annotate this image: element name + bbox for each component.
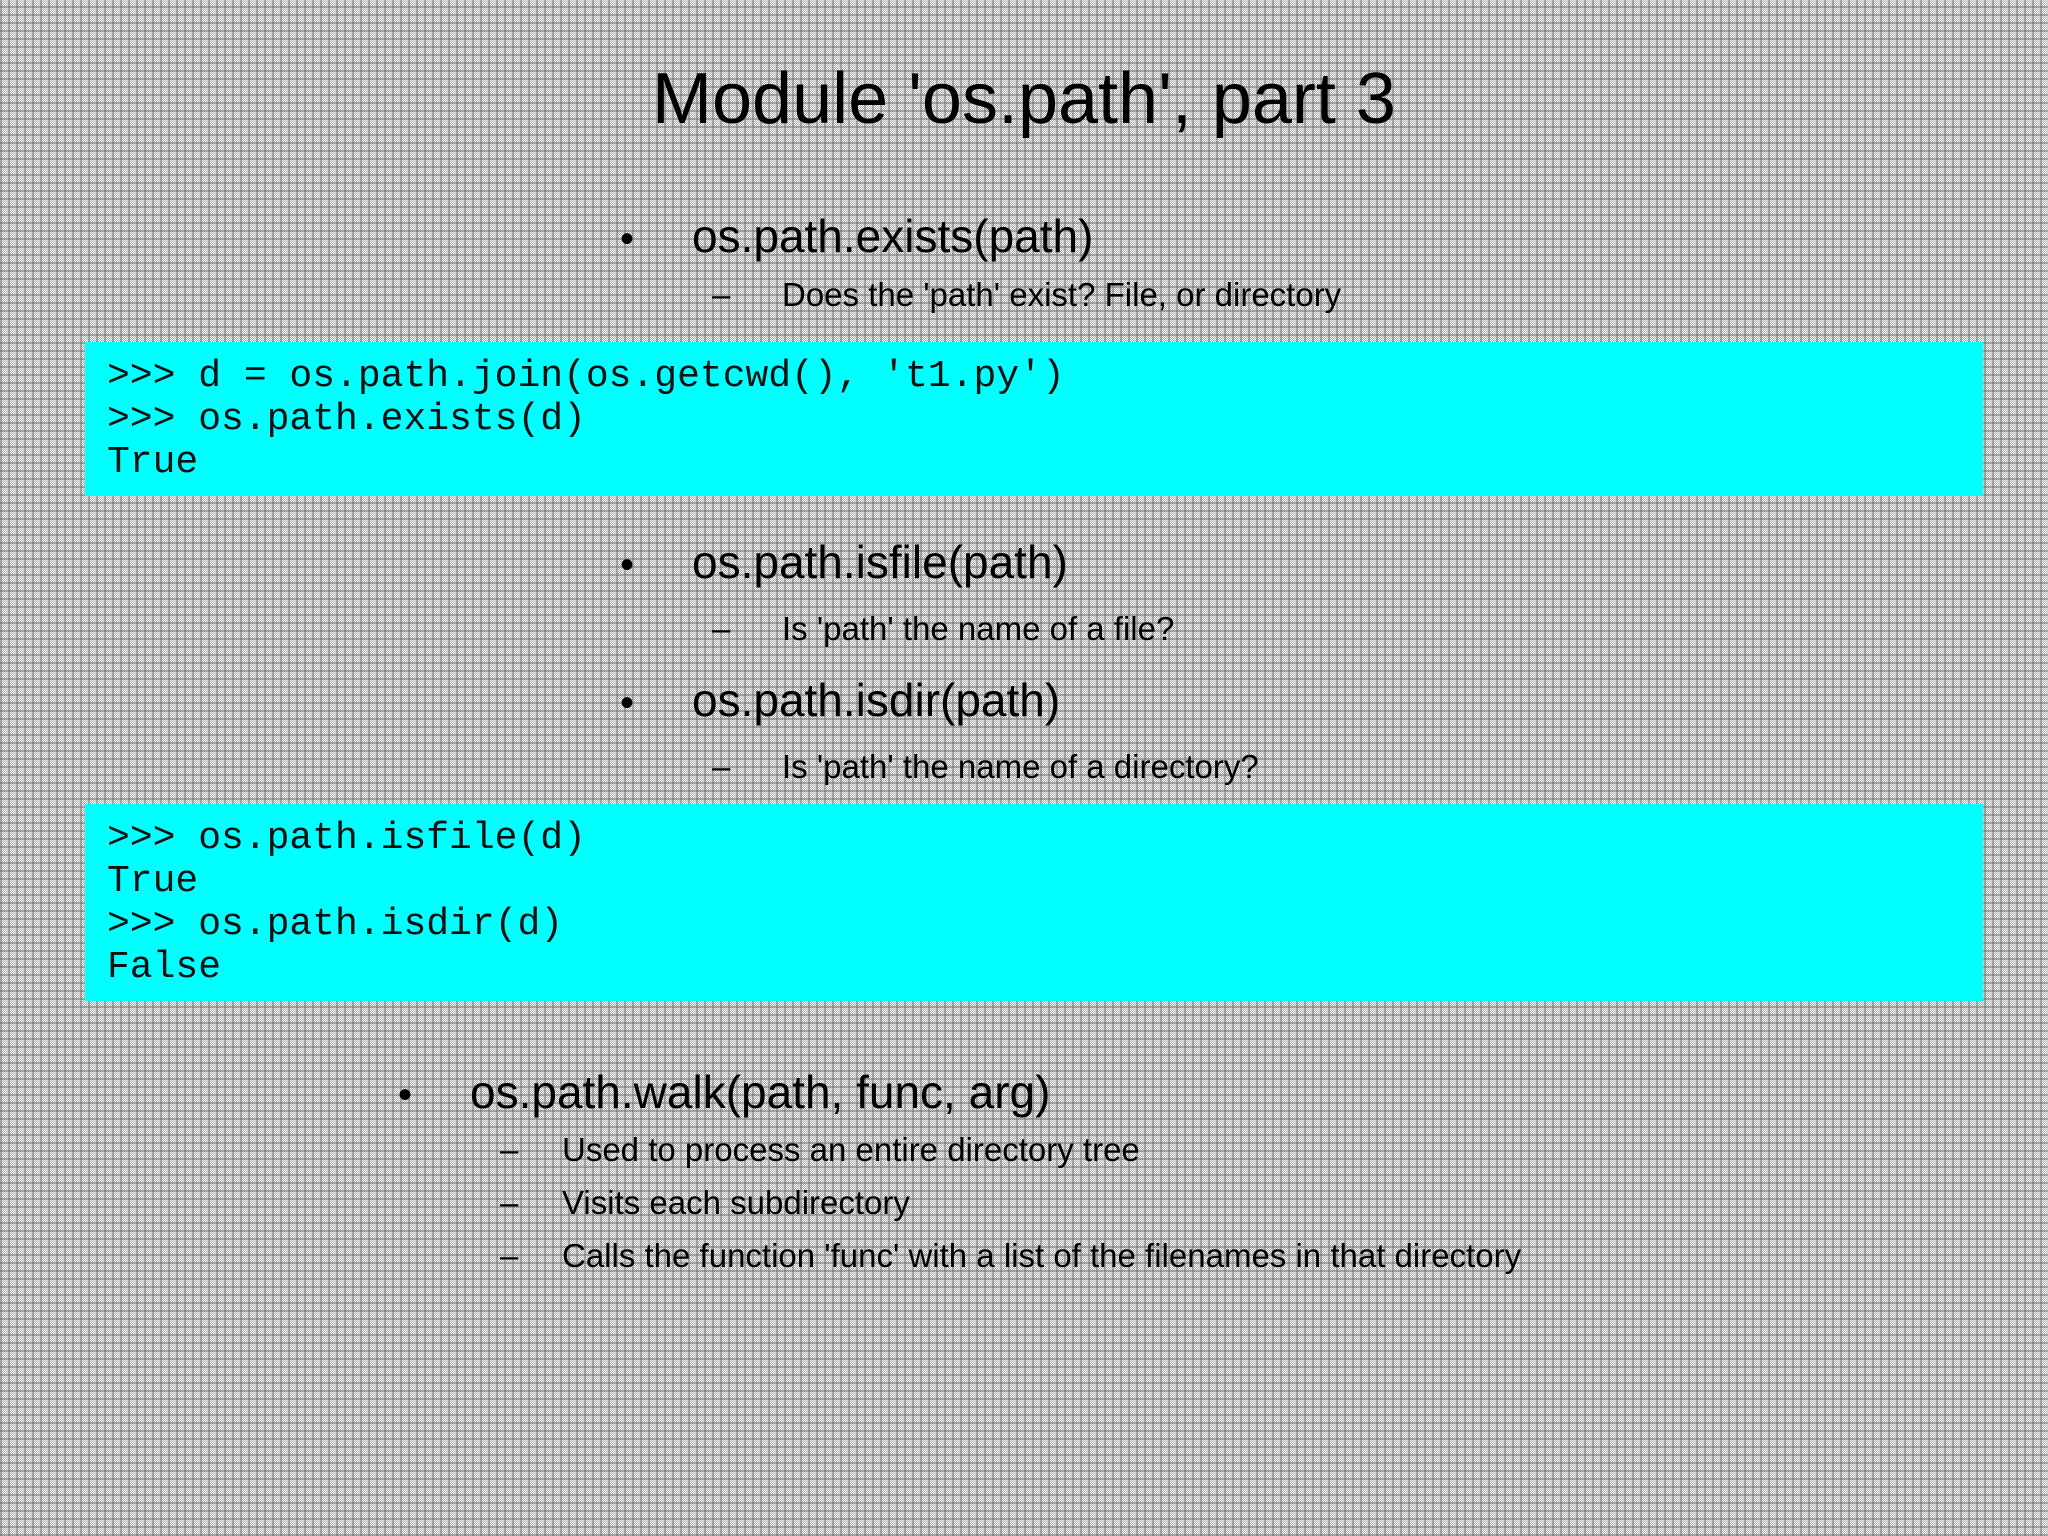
bullet-item-isfile: • os.path.isfile(path) — [620, 536, 1068, 591]
bullet-item-exists: • os.path.exists(path) — [620, 210, 1093, 265]
dash-icon: – — [500, 1131, 519, 1168]
sub-bullet-walk-calls: – Calls the function 'func' with a list … — [500, 1235, 1521, 1277]
dash-icon: – — [712, 748, 731, 785]
bullet-item-walk: • os.path.walk(path, func, arg) — [398, 1066, 1050, 1121]
sub-bullet-walk-visits: – Visits each subdirectory — [500, 1182, 910, 1224]
sub-bullet-label: Is 'path' the name of a file? — [782, 610, 1175, 647]
sub-bullet-label: Used to process an entire directory tree — [562, 1131, 1140, 1168]
bullet-dot-icon: • — [620, 217, 635, 261]
dash-icon: – — [712, 276, 731, 313]
sub-bullet-isdir: – Is 'path' the name of a directory? — [712, 746, 1259, 788]
sub-bullet-label: Is 'path' the name of a directory? — [782, 748, 1259, 785]
bullet-label: os.path.exists(path) — [692, 210, 1094, 262]
sub-bullet-walk-tree: – Used to process an entire directory tr… — [500, 1129, 1140, 1171]
sub-bullet-label: Does the 'path' exist? File, or director… — [782, 276, 1342, 313]
sub-bullet-label: Visits each subdirectory — [562, 1184, 910, 1221]
code-block-isfile-isdir: >>> os.path.isfile(d) True >>> os.path.i… — [85, 804, 1983, 1001]
sub-bullet-label: Calls the function 'func' with a list of… — [562, 1237, 1522, 1274]
bullet-label: os.path.isfile(path) — [692, 536, 1068, 588]
code-block-exists: >>> d = os.path.join(os.getcwd(), 't1.py… — [85, 342, 1983, 496]
bullet-dot-icon: • — [620, 681, 635, 725]
sub-bullet-exists: – Does the 'path' exist? File, or direct… — [712, 274, 1341, 316]
bullet-label: os.path.walk(path, func, arg) — [470, 1066, 1051, 1118]
bullet-dot-icon: • — [398, 1073, 413, 1117]
sub-bullet-isfile: – Is 'path' the name of a file? — [712, 608, 1174, 650]
bullet-label: os.path.isdir(path) — [692, 674, 1061, 726]
bullet-item-isdir: • os.path.isdir(path) — [620, 674, 1060, 729]
slide-title: Module 'os.path', part 3 — [652, 59, 1396, 139]
dash-icon: – — [500, 1237, 519, 1274]
bullet-dot-icon: • — [620, 543, 635, 587]
dash-icon: – — [712, 610, 731, 647]
dash-icon: – — [500, 1184, 519, 1221]
